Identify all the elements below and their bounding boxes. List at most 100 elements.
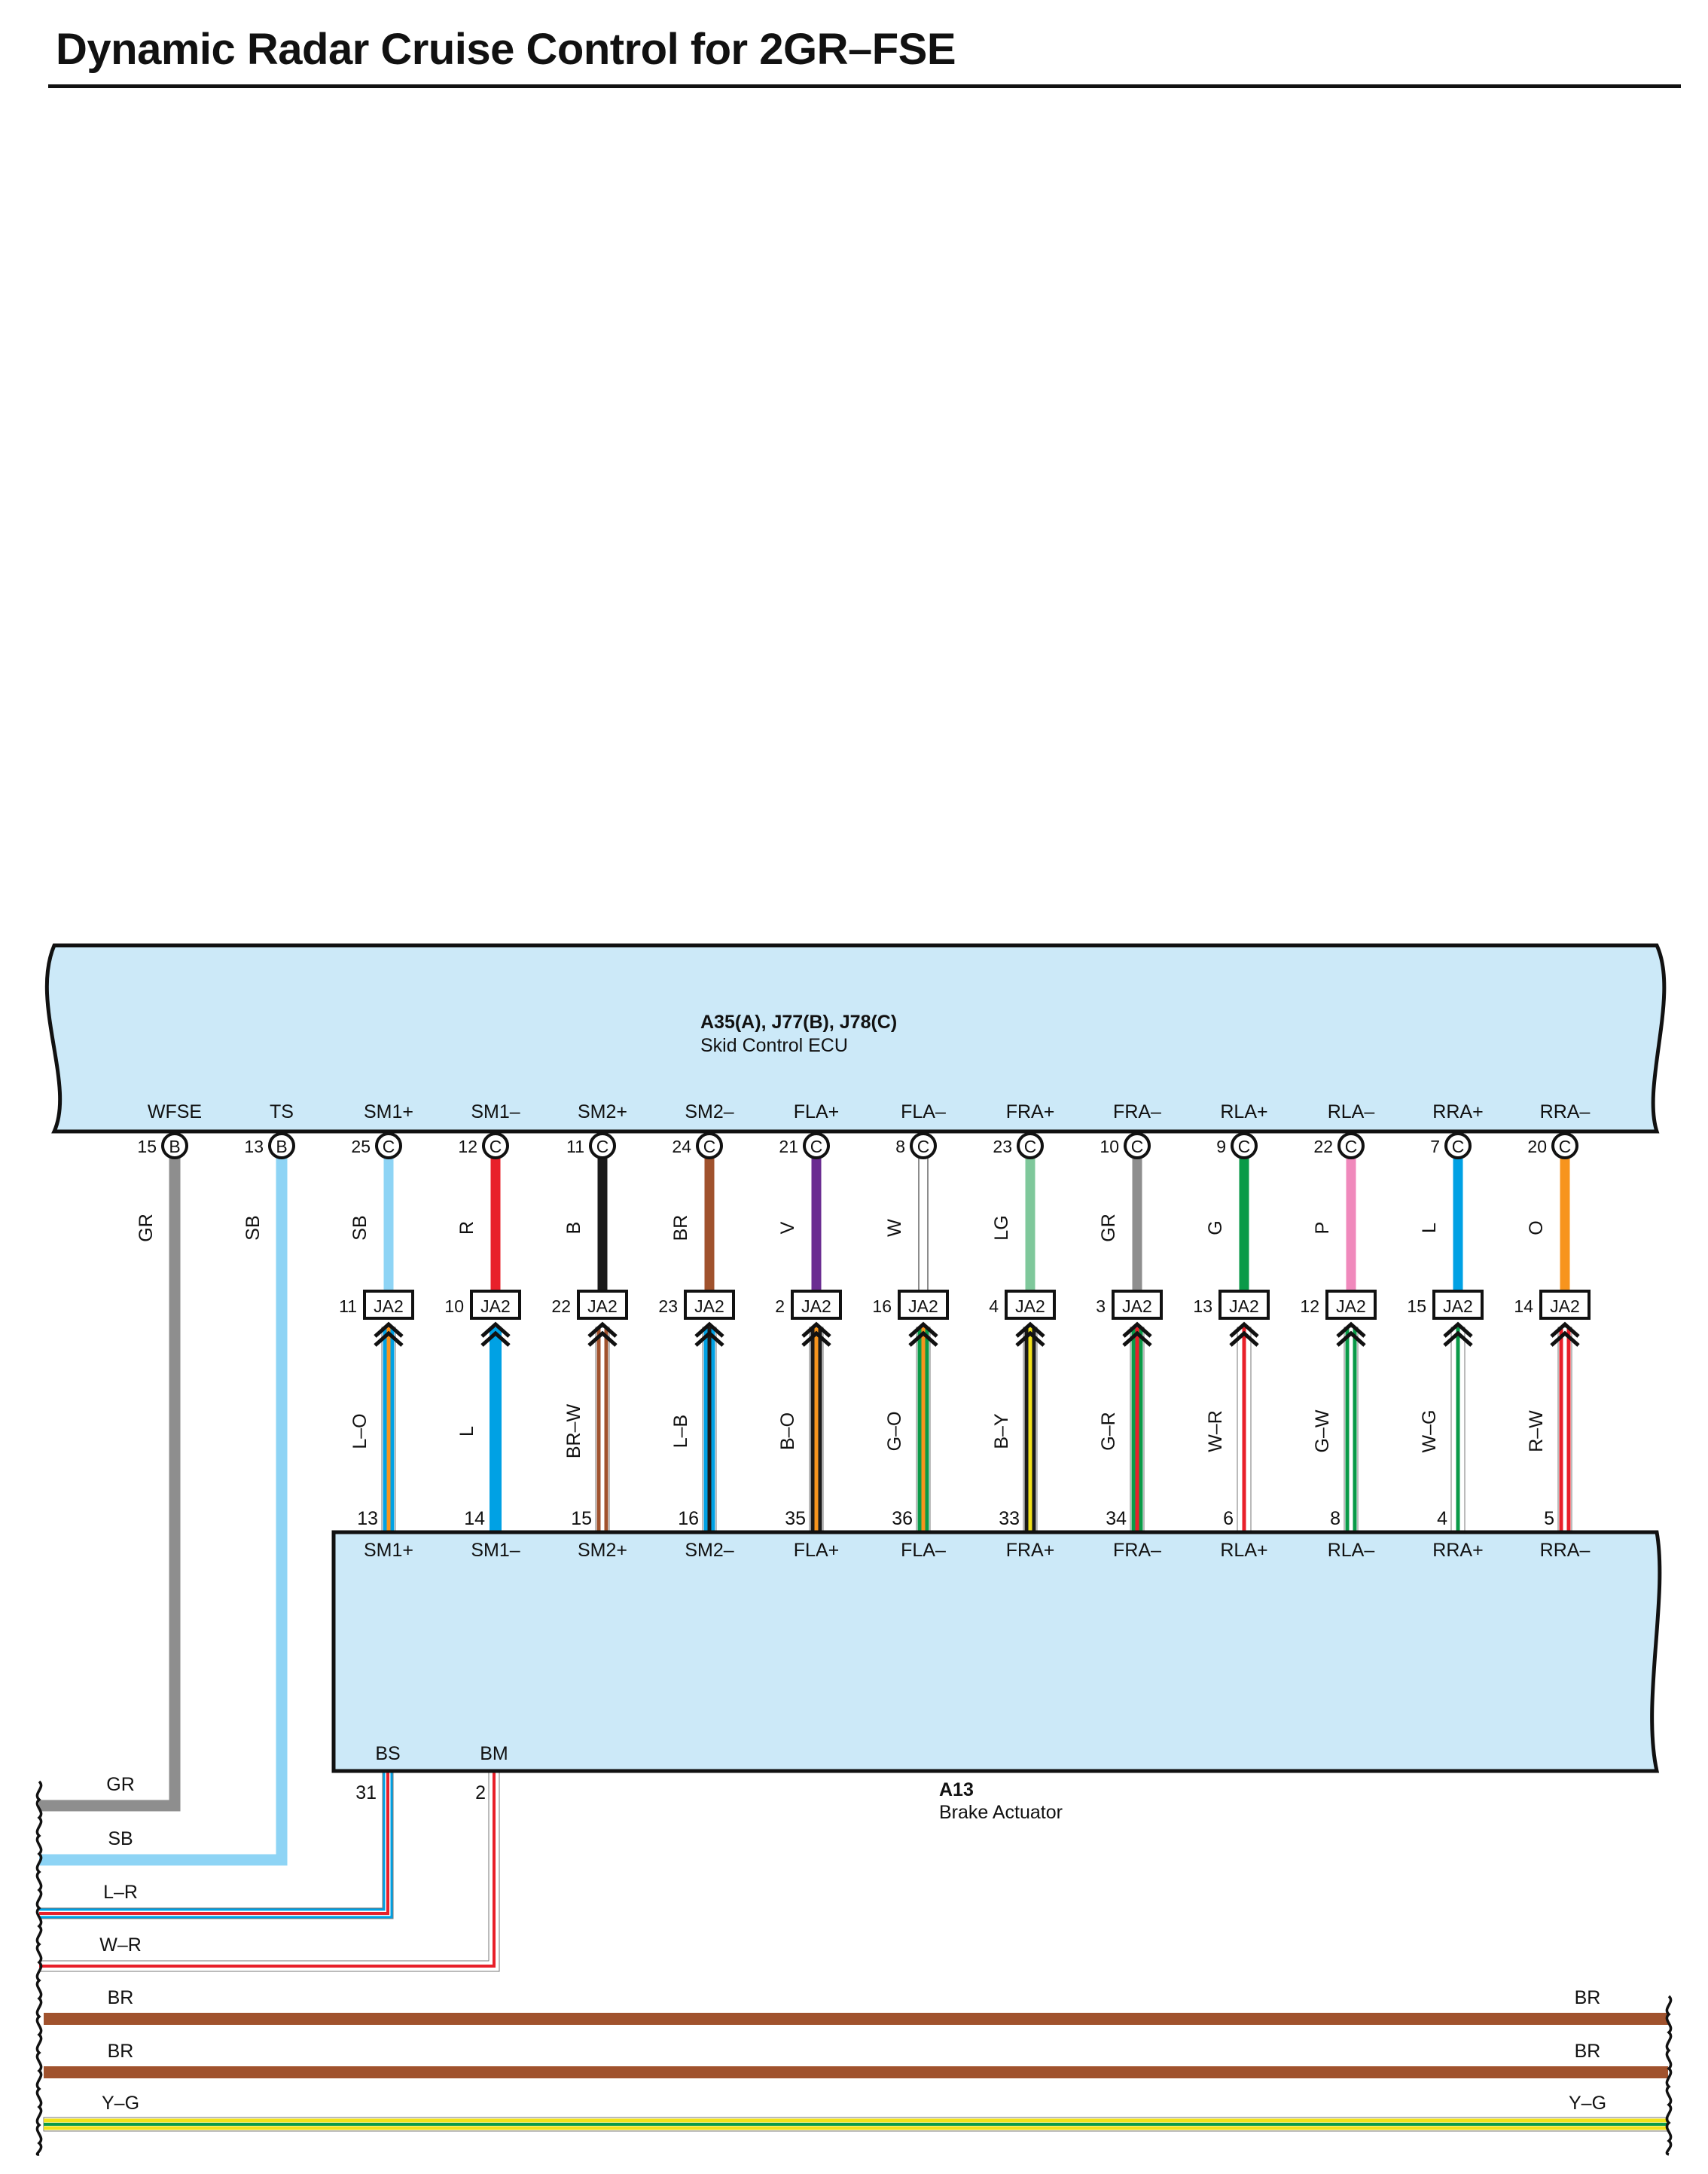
junction-to-actuator-wire [916,1327,931,1533]
actuator-terminal-label: SM1+ [364,1540,413,1561]
actuator-pin: 13 [357,1508,378,1529]
ecu-terminal-label: FRA+ [1006,1101,1055,1122]
junction-to-actuator-wire [1130,1327,1145,1533]
ecu-terminal-label: SM1+ [364,1101,413,1122]
ecu-pin-number: 23 [993,1137,1012,1156]
bs-wire [39,1772,394,1919]
junction-pin: 4 [989,1296,999,1316]
ecu-pin-number: 24 [672,1137,691,1156]
junction-to-actuator-wire [1557,1327,1572,1533]
connector-chevron [801,1330,831,1347]
ecu-to-junction-wire [918,1153,929,1293]
connector-chevron [480,1321,511,1338]
bus-wire-label: GR [106,1774,135,1795]
junction-connector [791,1290,842,1320]
actuator-terminal-label: RRA+ [1432,1540,1483,1561]
junction-pin: 23 [658,1296,678,1316]
connector-chevron [1015,1321,1045,1338]
ecu-connector-pin [803,1132,830,1159]
skid-ecu-code: A35(A), J77(B), J78(C) [700,1012,897,1033]
connector-chevron [587,1330,618,1347]
connector-letter: C [1238,1137,1251,1156]
junction-connector [470,1290,521,1320]
through-wire [43,2117,1669,2132]
ecu-terminal-label: FLA– [901,1101,946,1122]
junction-connector [684,1290,735,1320]
actuator-pin: 6 [1223,1508,1234,1529]
junction-pin: 22 [551,1296,571,1316]
junction-pin: 15 [1407,1296,1426,1316]
wire-color-label: G–O [884,1412,905,1452]
actuator-pin: 35 [785,1508,806,1529]
junction-to-actuator-wire [702,1327,717,1533]
ecu-pin-number: 21 [779,1137,798,1156]
ecu-connector-pin [1231,1132,1258,1159]
brake-actuator-box [331,1530,1662,1773]
junction-to-actuator-wire [1023,1327,1038,1533]
connector-letter: C [596,1137,609,1156]
wire-color-label: G–W [1312,1409,1333,1452]
wire-color-label: O [1526,1220,1547,1235]
wire-color-label: P [1312,1222,1333,1235]
junction-pin: 10 [444,1296,464,1316]
through-wire-label: Y–G [1569,2093,1606,2114]
ecu-terminal-label: RLA– [1328,1101,1375,1122]
ecu-pin-number: 15 [137,1137,157,1156]
junction-to-actuator-wire [381,1327,396,1533]
connector-letter: C [917,1137,930,1156]
brake-actuator-name: Brake Actuator [939,1802,1063,1823]
wire-color-label: GR [136,1214,157,1242]
junction-name: JA2 [1550,1296,1580,1316]
ecu-pin-number: 7 [1430,1137,1440,1156]
junction-to-actuator-wire [1237,1327,1252,1533]
connector-letter: C [1024,1137,1037,1156]
junction-to-actuator-wire [1450,1327,1466,1533]
junction-connector [1112,1290,1163,1320]
actuator-terminal-label: FLA+ [794,1540,839,1561]
junction-pin: 11 [339,1296,357,1316]
ecu-connector-pin [375,1132,402,1159]
wire-color-label: B–Y [991,1413,1012,1449]
junction-name: JA2 [480,1296,511,1316]
connector-chevron [587,1321,618,1338]
connector-chevron [1122,1321,1152,1338]
page-title: Dynamic Radar Cruise Control for 2GR–FSE [56,25,956,74]
ecu-terminal-label: WFSE [148,1101,202,1122]
through-wire-label: Y–G [102,2093,139,2114]
connector-chevron [1550,1330,1580,1347]
actuator-pin: 33 [999,1508,1020,1529]
connector-chevron [908,1321,938,1338]
junction-pin: 3 [1096,1296,1106,1316]
ecu-terminal-label: FRA– [1113,1101,1161,1122]
wire-color-label: G [1205,1220,1226,1235]
actuator-pin: 5 [1544,1508,1554,1529]
right-break-mark [1665,1995,1673,2156]
connector-chevron [801,1321,831,1338]
actuator-terminal-label: FRA– [1113,1540,1161,1561]
wire-color-label: SB [349,1215,371,1240]
connector-chevron [1336,1321,1366,1338]
ecu-pin-number: 20 [1527,1137,1547,1156]
connector-letter: C [490,1137,502,1156]
actuator-pin: 8 [1330,1508,1340,1529]
bm-wire [39,1772,500,1972]
junction-pin: 16 [872,1296,892,1316]
wire-color-label: BR [670,1215,691,1241]
actuator-pin: 14 [464,1508,485,1529]
skid-control-ecu-box [44,943,1667,1134]
actuator-terminal-label: FLA– [901,1540,946,1561]
connector-letter: B [169,1137,180,1156]
actuator-pin: 4 [1437,1508,1447,1529]
ecu-terminal-label: SM2+ [578,1101,627,1122]
bus-wire-label: SB [108,1828,133,1849]
skid-ecu-name: Skid Control ECU [700,1035,848,1056]
junction-connector [363,1290,414,1320]
wire-color-label: R–W [1526,1410,1547,1452]
ecu-connector-pin [696,1132,723,1159]
actuator-terminal-label: RLA– [1328,1540,1375,1561]
junction-name: JA2 [1336,1296,1366,1316]
wire-color-label: V [777,1221,798,1234]
actuator-terminal-label: RLA+ [1220,1540,1267,1561]
ecu-connector-pin [1551,1132,1578,1159]
junction-pin: 2 [775,1296,785,1316]
